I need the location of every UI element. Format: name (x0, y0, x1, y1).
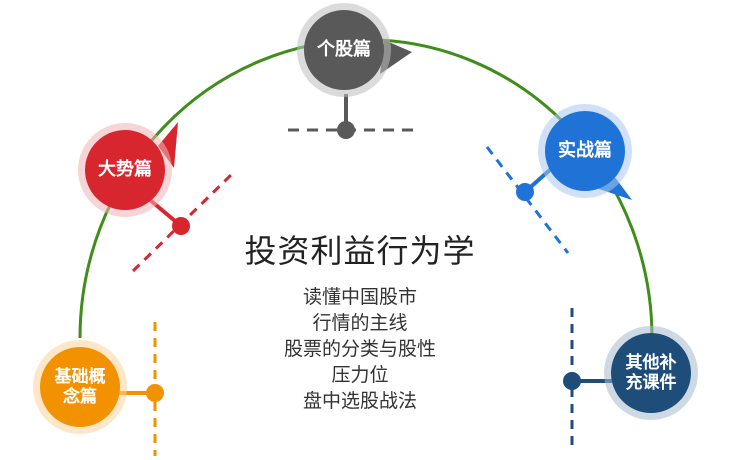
trend-dot (172, 217, 190, 235)
other-dot (563, 372, 581, 390)
trend-node-tail (158, 122, 178, 168)
topic-item: 读懂中国股市 (302, 286, 417, 308)
basic-dot (146, 384, 164, 402)
other-node[interactable] (611, 333, 691, 413)
topic-item: 行情的主线 (312, 312, 408, 334)
topic-item: 股票的分类与股性 (283, 338, 436, 360)
practice-dot (516, 183, 534, 201)
topic-item: 压力位 (331, 364, 389, 386)
basic-node[interactable] (40, 347, 120, 427)
stock-node[interactable] (304, 10, 384, 90)
trend-node[interactable] (85, 130, 165, 210)
topic-item: 盘中选股战法 (302, 390, 417, 412)
center-title: 投资利益行为学 (244, 232, 476, 270)
topic-list: 读懂中国股市 行情的主线 股票的分类与股性 压力位 盘中选股战法 (230, 284, 490, 414)
practice-node[interactable] (545, 111, 625, 191)
stock-dot (337, 121, 355, 139)
